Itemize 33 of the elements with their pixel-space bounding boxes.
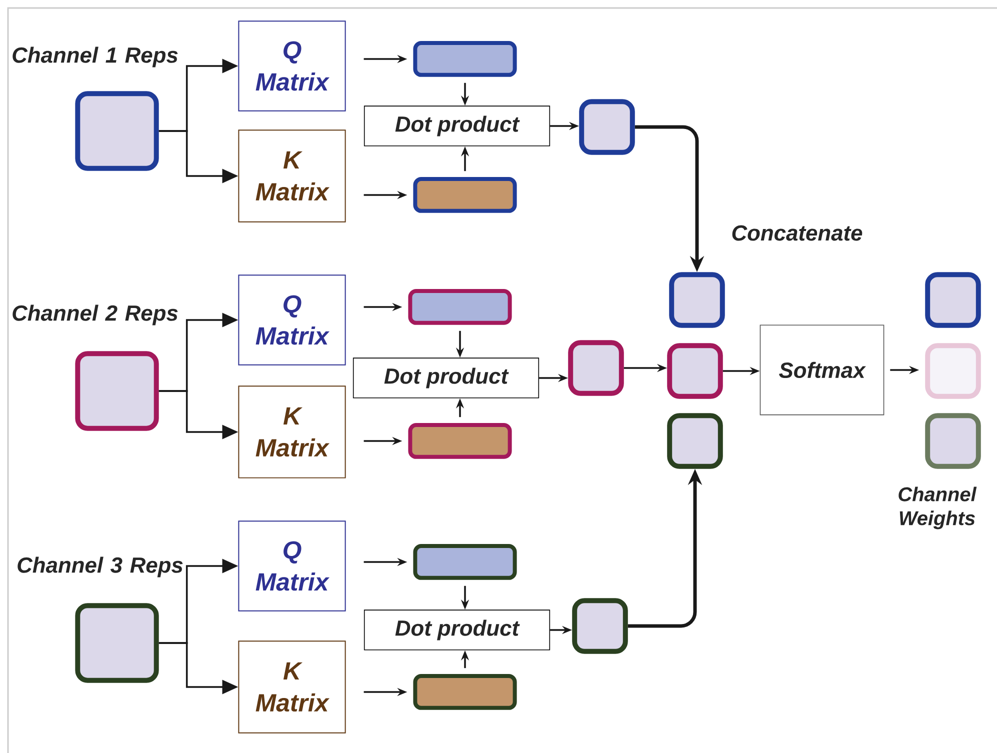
vector-box [568,340,624,396]
vector-box [572,598,628,654]
matrix-box: Q Matrix [238,520,346,612]
vector-box [579,99,635,155]
caption-label: Channel Weights [898,486,977,530]
matrix-box: Q Matrix [238,274,346,366]
process-box: Dot product [352,358,540,398]
matrix-box: K Matrix [238,386,346,478]
vector-bar [408,423,512,459]
node-label: Channel 3 Reps [18,556,183,578]
vector-bar [413,674,517,710]
vector-bar [408,289,512,325]
node-label: Channel 1 Reps [12,46,178,68]
matrix-box: K Matrix [238,640,346,734]
channel-box: Channel 3 Reps [18,556,183,683]
process-box: Dot product [364,610,550,650]
vector-bar [413,544,517,580]
vector-box [669,272,725,328]
vector-box [667,343,723,399]
vector-box [925,272,981,328]
vector-bar [413,177,517,213]
channel-box: Channel 2 Reps [12,304,178,431]
process-box: Softmax [760,324,884,416]
channel-box: Channel 1 Reps [12,46,178,171]
vector-box [667,413,723,469]
vector-bar [413,41,517,77]
matrix-box: K Matrix [238,130,346,222]
matrix-box: Q Matrix [238,20,346,112]
edge-label: Concatenate [730,224,864,242]
vector-box [925,343,981,399]
node-label: Channel 2 Reps [12,304,178,326]
process-box: Dot product [364,106,550,146]
vector-box [925,413,981,469]
